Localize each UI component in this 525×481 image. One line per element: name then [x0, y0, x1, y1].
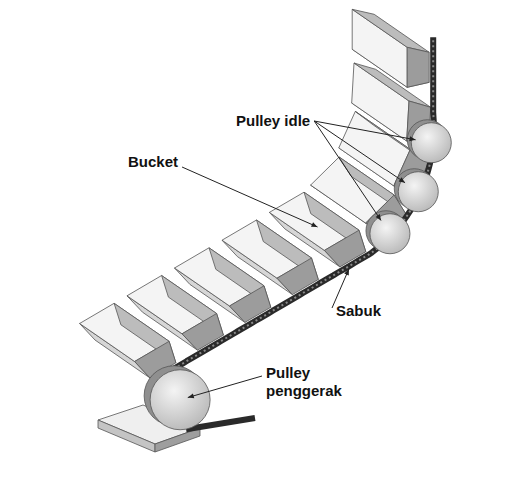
belt: [165, 37, 434, 374]
leader-arrowhead: [344, 269, 349, 276]
leader-line: [314, 121, 415, 140]
leader-line: [188, 376, 262, 398]
bucket: [80, 303, 176, 378]
leader-arrowhead: [376, 214, 381, 220]
leader-line: [314, 121, 381, 220]
part-label: Pulley idle: [236, 112, 310, 130]
leader-arrowhead: [311, 222, 318, 227]
part-label: Sabuk: [336, 302, 381, 320]
leader-arrowhead: [399, 177, 405, 182]
drive-pulley: [150, 370, 210, 430]
bucket-end-cap: [407, 47, 429, 87]
idle-pulley: [370, 214, 410, 254]
tray-side: [98, 420, 155, 452]
leader-arrowhead: [188, 394, 195, 399]
part-label: Pulley penggerak: [266, 364, 348, 400]
leader-arrowhead: [409, 136, 415, 141]
bucket-front-wall: [352, 9, 429, 52]
idle-pulley: [411, 123, 451, 163]
bucket-front-wall: [354, 63, 431, 107]
belt-texture: [165, 37, 434, 374]
leader-line: [314, 121, 405, 183]
leader-line: [182, 167, 317, 227]
idle-pulley: [398, 172, 438, 212]
tray-side: [155, 428, 200, 452]
part-label: Bucket: [128, 153, 178, 171]
